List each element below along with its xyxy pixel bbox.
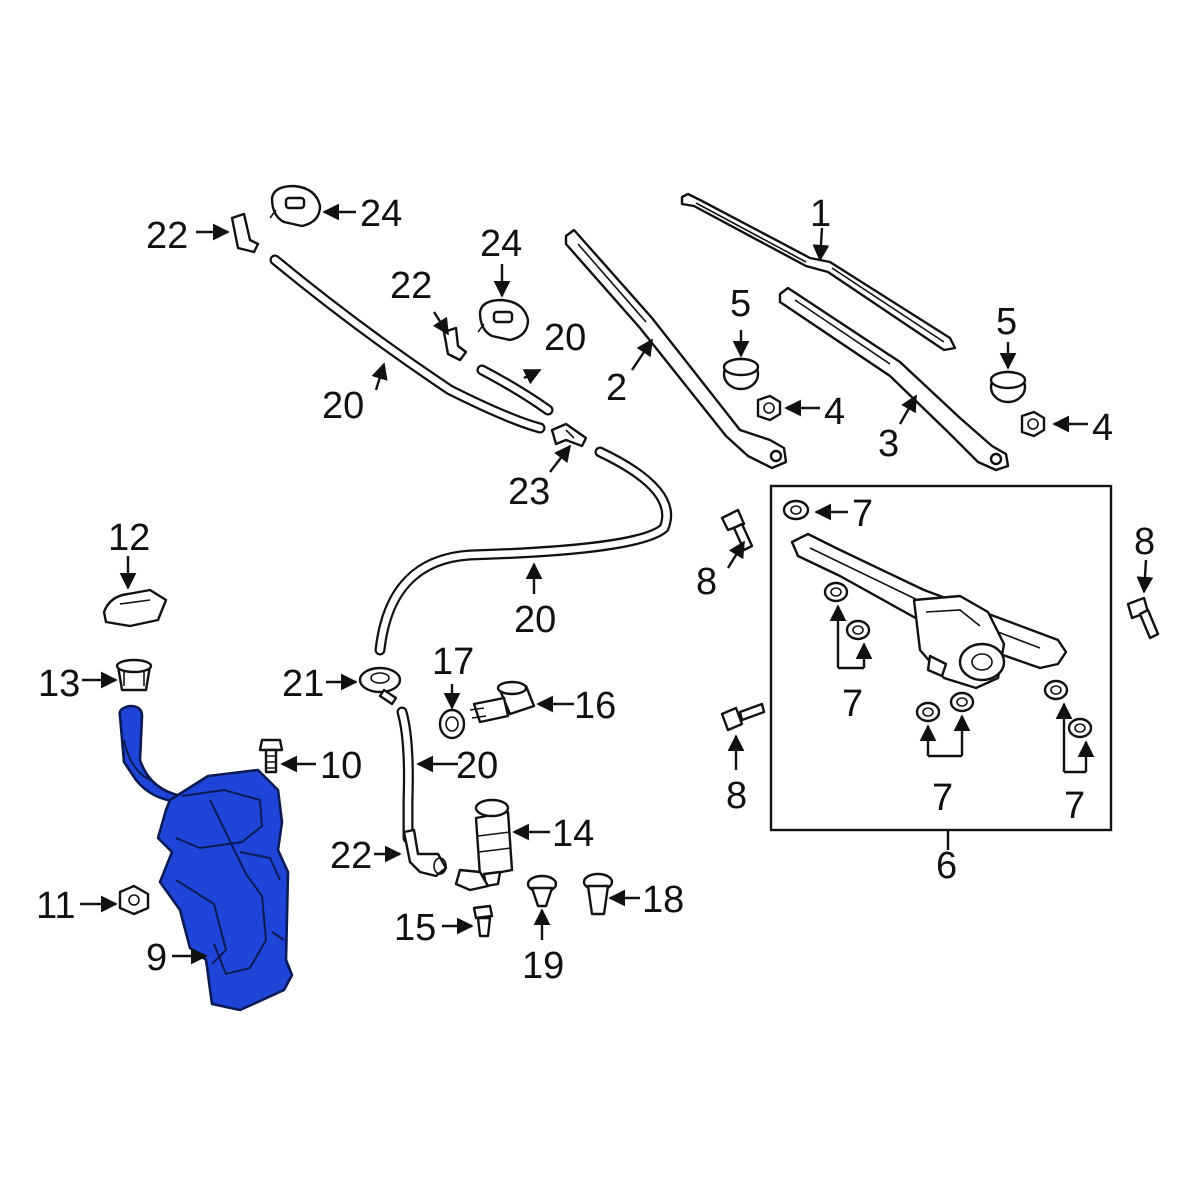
callout-21: 21 [282,663,324,705]
reservoir-cap-part[interactable] [102,588,168,628]
arm-cap-part[interactable] [989,370,1027,404]
washer-pump-part[interactable] [454,798,514,892]
callout-7: 7 [852,493,873,535]
wiper-linkage-part[interactable] [790,532,1068,690]
callout-7: 7 [1064,785,1085,827]
callout-leaders [80,203,1154,965]
callout-7: 7 [932,777,953,819]
washer-hose-part[interactable] [396,706,414,844]
callout-20: 20 [514,599,556,641]
callout-8: 8 [726,775,747,817]
callout-3: 3 [878,423,899,465]
callout-5: 5 [996,301,1017,343]
callout-22: 22 [390,265,432,307]
linkage-bushing-part[interactable] [915,701,941,723]
reservoir-bolt-part[interactable] [258,738,284,774]
linkage-bolt-part[interactable] [1126,596,1160,640]
callout-15: 15 [394,907,436,949]
callout-8: 8 [1134,521,1155,563]
washer-reservoir-part[interactable] [118,704,294,1012]
callout-22: 22 [330,835,372,877]
washer-nozzle-part[interactable] [269,184,322,228]
reservoir-nut-part[interactable] [118,884,150,916]
washer-nozzle-part[interactable] [477,298,530,342]
filler-adapter-part[interactable] [115,658,153,692]
callout-14: 14 [552,813,594,855]
hose-grommet-part[interactable] [358,666,402,706]
callout-4: 4 [1092,407,1113,449]
washer-hose-part[interactable] [269,254,546,434]
callout-5: 5 [730,283,751,325]
callout-23: 23 [508,471,550,513]
callout-24: 24 [360,193,402,235]
callout-10: 10 [320,745,362,787]
linkage-bushing-part[interactable] [1043,679,1069,701]
arm-nut-part[interactable] [1020,410,1046,438]
callout-19: 19 [522,945,564,987]
hose-y-connector-part[interactable] [550,422,588,448]
retainer-clip-part[interactable] [526,874,558,908]
arm-nut-part[interactable] [756,394,782,422]
callout-2: 2 [606,367,627,409]
callout-20: 20 [456,745,498,787]
linkage-bushing-part[interactable] [1067,717,1093,739]
callout-22: 22 [146,215,188,257]
arm-cap-part[interactable] [722,357,760,391]
wiper-arm-left-part[interactable] [564,228,788,470]
callout-13: 13 [38,663,80,705]
callout-17: 17 [432,641,474,683]
wiper-arm-right-part[interactable] [778,286,1010,472]
linkage-bolt-part[interactable] [720,508,754,552]
linkage-bushing-part[interactable] [845,619,871,641]
callout-12: 12 [108,517,150,559]
hose-elbow-part[interactable] [402,828,448,878]
callout-24: 24 [480,223,522,265]
washer-hose-part[interactable] [476,364,554,416]
callout-1: 1 [810,193,831,235]
linkage-bushing-part[interactable] [949,691,975,713]
callout-18: 18 [642,879,684,921]
callout-6: 6 [936,845,957,887]
callout-8: 8 [696,561,717,603]
callout-20: 20 [322,385,364,427]
push-clip-part[interactable] [582,872,614,916]
callout-11: 11 [36,885,75,927]
callout-20: 20 [544,317,586,359]
pump-grommet-part[interactable] [472,904,494,938]
rear-washer-pump-part[interactable] [469,680,536,724]
linkage-bolt-part[interactable] [720,702,766,732]
hose-elbow-part[interactable] [230,212,260,254]
pump-seal-part[interactable] [438,708,466,740]
callout-4: 4 [824,391,845,433]
callout-numbers: 1 2 3 4 4 5 5 6 7 7 7 7 8 8 8 9 10 11 12… [36,193,1155,987]
linkage-bushing-part[interactable] [782,499,810,521]
linkage-bushing-part[interactable] [823,581,849,603]
wiper-blade-part[interactable] [680,192,957,352]
washer-hose-part[interactable] [374,446,673,656]
callout-9: 9 [146,937,167,979]
wiper-motor-assembly-box [769,484,1113,832]
hose-elbow-part[interactable] [442,326,468,362]
callout-16: 16 [574,685,616,727]
callout-7: 7 [842,683,863,725]
